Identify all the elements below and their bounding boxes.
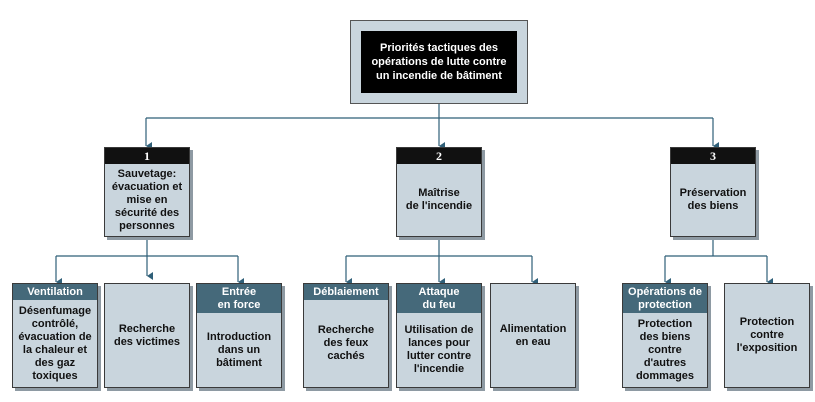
task-operations-protection-header: Opérations de protection (623, 284, 707, 313)
priority-3-number: 3 (671, 148, 755, 164)
task-entree-force-header: Entrée en force (197, 284, 281, 313)
task-attaque-feu-box: Attaque du feu Utilisation de lances pou… (396, 283, 482, 388)
task-ventilation-header: Ventilation (13, 284, 97, 300)
task-recherche-victimes-label: Recherche des victimes (113, 322, 181, 348)
priority-1-label: Sauvetage: évacuation et mise en sécurit… (111, 167, 183, 232)
task-attaque-feu-header: Attaque du feu (397, 284, 481, 313)
priority-2-label: Maîtrise de l'incendie (405, 187, 473, 212)
task-protection-exposition-label: Protection contre l'exposition (736, 316, 798, 354)
task-deblaiement-label: Recherche des feux cachés (317, 324, 375, 362)
task-entree-force-box: Entrée en force Introduction dans un bât… (196, 283, 282, 388)
task-protection-exposition-box: Protection contre l'exposition (724, 283, 810, 388)
task-alimentation-box: Alimentation en eau (490, 283, 576, 388)
task-operations-protection-box: Opérations de protection Protection des … (622, 283, 708, 388)
task-alimentation-label: Alimentation en eau (499, 322, 567, 348)
task-recherche-victimes-box: Recherche des victimes (104, 283, 190, 388)
task-deblaiement-box: Déblaiement Recherche des feux cachés (303, 283, 389, 388)
root-title: Priorités tactiques des opérations de lu… (361, 31, 517, 93)
task-ventilation-label: Désenfumage contrôlé, évacuation de la c… (18, 304, 92, 382)
task-entree-force-label: Introduction dans un bâtiment (206, 330, 272, 369)
priority-3-box: 3 Préservation des biens (670, 147, 756, 237)
task-ventilation-box: Ventilation Désenfumage contrôlé, évacua… (12, 283, 98, 388)
priority-2-box: 2 Maîtrise de l'incendie (396, 147, 482, 237)
task-operations-protection-label: Protection des biens contre d'autres dom… (635, 317, 695, 382)
task-deblaiement-header: Déblaiement (304, 284, 388, 300)
priority-1-number: 1 (105, 148, 189, 164)
task-attaque-feu-label: Utilisation de lances pour lutter contre… (404, 324, 474, 375)
priority-2-number: 2 (397, 148, 481, 164)
root-box: Priorités tactiques des opérations de lu… (350, 20, 528, 104)
priority-3-label: Préservation des biens (679, 187, 747, 212)
priority-1-box: 1 Sauvetage: évacuation et mise en sécur… (104, 147, 190, 237)
